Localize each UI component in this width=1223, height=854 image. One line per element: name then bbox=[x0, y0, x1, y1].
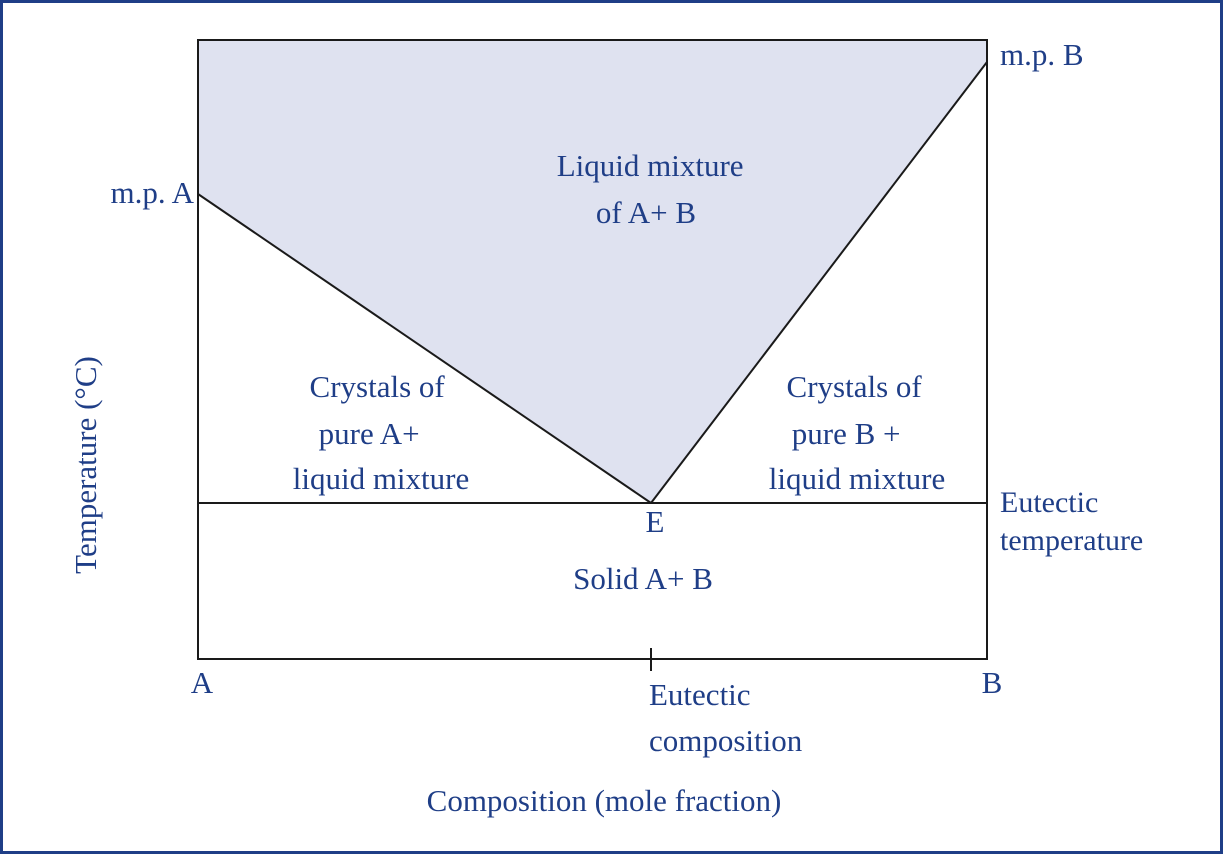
liquid-region-label: Liquid mixture of A+ B bbox=[557, 148, 752, 230]
eutectic-point-label: E bbox=[646, 504, 665, 539]
eutectic-composition-label: Eutectic composition bbox=[649, 677, 803, 758]
mp-a-label: m.p. A bbox=[110, 175, 194, 210]
crystals-a-region-label: Crystals of pure A+ liquid mixture bbox=[293, 369, 470, 496]
x-axis-label: Composition (mole fraction) bbox=[427, 783, 782, 818]
solid-region-label: Solid A+ B bbox=[573, 561, 713, 596]
liquidus-line-b bbox=[650, 61, 988, 504]
component-b-label: B bbox=[982, 665, 1003, 700]
crystals-b-region-label: Crystals of pure B + liquid mixture bbox=[769, 369, 946, 496]
plot-box bbox=[197, 39, 988, 660]
liquidus-line-a bbox=[197, 193, 652, 504]
liquid-region bbox=[198, 40, 987, 503]
eutectic-temperature-label: Eutectic temperature bbox=[1000, 486, 1143, 557]
mp-b-label: m.p. B bbox=[1000, 37, 1084, 72]
y-axis-label: Temperature (°C) bbox=[68, 356, 103, 574]
component-a-label: A bbox=[191, 665, 214, 700]
